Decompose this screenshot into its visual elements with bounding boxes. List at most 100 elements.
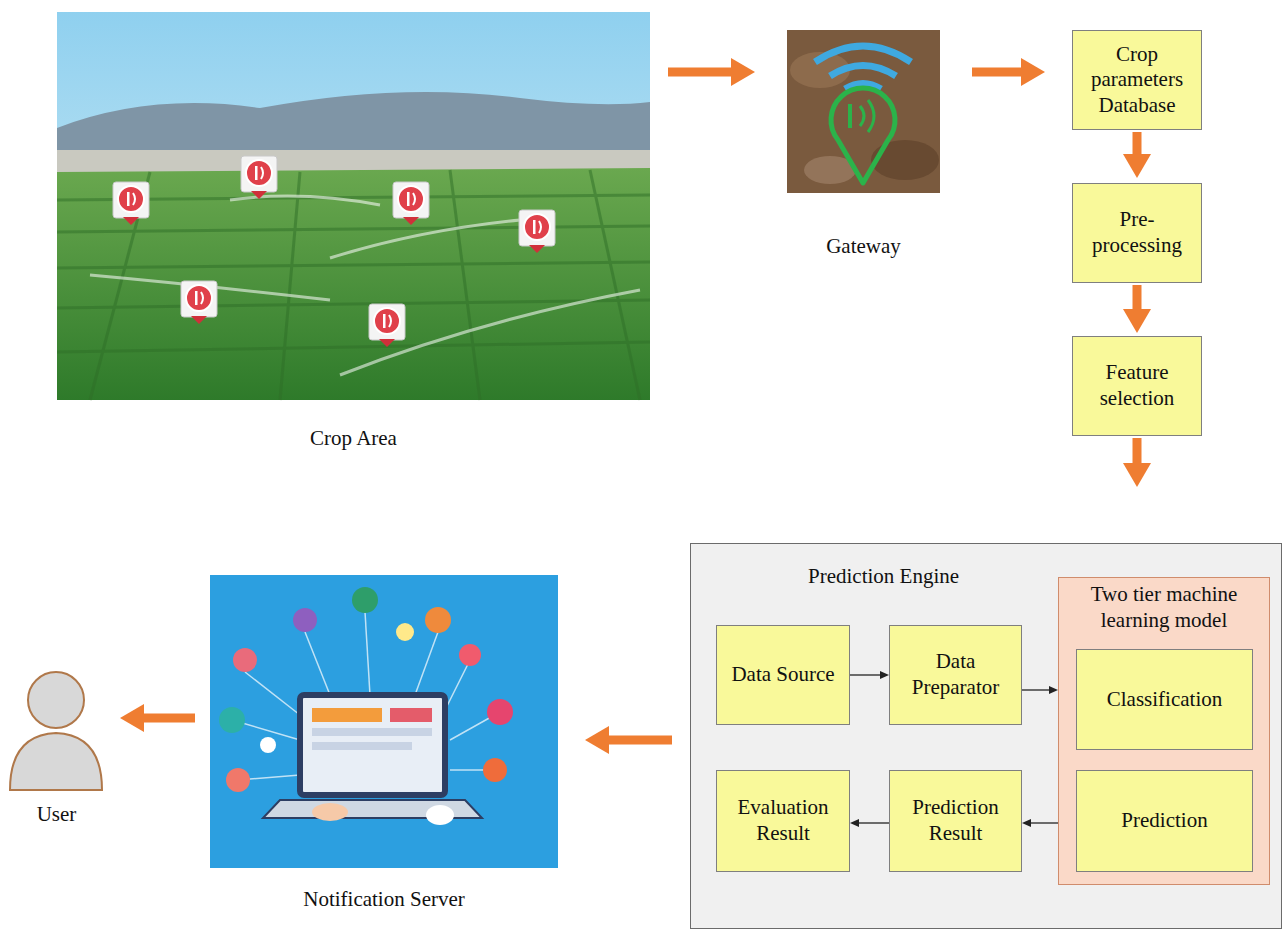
flow-arrow xyxy=(1123,438,1151,487)
arrow-head xyxy=(1021,58,1045,86)
crop-field-illustration-part xyxy=(57,92,650,160)
process-box: Crop parameters Database xyxy=(1072,30,1202,130)
node-caption: User xyxy=(37,802,77,828)
gateway-illustration xyxy=(787,30,940,193)
notification-server-illustration-part xyxy=(396,623,414,641)
group-title: Two tier machine learning model xyxy=(1063,582,1265,633)
notification-server-illustration-part xyxy=(312,728,432,736)
process-box: Data Preparator xyxy=(889,625,1022,725)
node-caption: Gateway xyxy=(826,234,901,260)
notification-server-illustration-part-part xyxy=(365,612,370,695)
arrow-shaft xyxy=(1133,285,1142,311)
box-label: Data Preparator xyxy=(896,649,1015,700)
process-box: Classification xyxy=(1076,649,1253,750)
process-box: Feature selection xyxy=(1072,336,1202,436)
crop-field-illustration-part xyxy=(57,12,650,400)
user-icon xyxy=(10,672,102,790)
notification-server-illustration-part xyxy=(233,648,257,672)
process-box: Pre- processing xyxy=(1072,183,1202,283)
flow-arrow xyxy=(1123,132,1151,178)
arrow-shaft xyxy=(1133,438,1142,465)
gateway-illustration-part xyxy=(871,140,939,180)
crop-field-illustration-part-part xyxy=(590,170,640,400)
gateway-illustration-part xyxy=(860,106,864,126)
crop-field-illustration-part xyxy=(57,170,650,400)
process-box: Evaluation Result xyxy=(716,770,850,872)
process-box: Data Source xyxy=(716,625,850,725)
crop-field-illustration-part-part xyxy=(330,220,520,258)
notification-server-illustration-part xyxy=(483,758,507,782)
notification-server-illustration-part-part xyxy=(445,660,470,710)
crop-field-illustration-part xyxy=(113,182,149,225)
box-label: Classification xyxy=(1083,687,1246,713)
arrow-shaft xyxy=(850,674,881,675)
model-group-box: Two tier machine learning modelClassific… xyxy=(1058,577,1270,885)
crop-field-illustration-part-part xyxy=(57,262,650,268)
gateway-illustration-part xyxy=(831,88,895,183)
crop-field-illustration-part xyxy=(369,304,405,347)
notification-server-illustration-part-part xyxy=(305,632,330,695)
notification-server-illustration-part xyxy=(312,803,348,821)
illustrated-node: User xyxy=(8,665,105,828)
illustrated-node: Notification Server xyxy=(210,575,558,913)
process-box: Prediction Result xyxy=(889,770,1022,872)
user-icon-part xyxy=(28,672,84,728)
notification-server-illustration-part xyxy=(390,708,432,722)
gateway-illustration-part xyxy=(848,104,852,128)
arrow-shaft xyxy=(668,68,733,77)
box-label: Prediction Result xyxy=(896,795,1015,846)
notification-server-illustration-part xyxy=(226,768,250,792)
notification-server-illustration-part xyxy=(459,644,481,666)
arrow-head xyxy=(1123,154,1151,178)
process-box: Prediction xyxy=(1076,770,1253,872)
user-icon-part xyxy=(10,733,102,790)
crop-field-illustration-part-part xyxy=(57,226,650,232)
crop-field-illustration-part xyxy=(519,210,555,253)
notification-server-illustration-part xyxy=(426,805,454,825)
arrow-head xyxy=(731,58,755,86)
arrow-shaft xyxy=(607,736,672,745)
flow-arrow xyxy=(972,58,1045,86)
notification-server-illustration-part xyxy=(300,695,445,795)
box-label: Data Source xyxy=(723,662,843,688)
crop-field-illustration-part-part xyxy=(230,196,380,205)
arrow-head xyxy=(120,704,144,732)
box-label: Pre- processing xyxy=(1079,207,1195,258)
crop-field-illustration xyxy=(57,12,650,400)
notification-server-illustration-part-part xyxy=(245,672,300,715)
notification-server-illustration-part xyxy=(293,608,317,632)
arrow-shaft xyxy=(1022,689,1050,690)
illustrated-node: Crop Area xyxy=(57,12,650,452)
flow-arrow xyxy=(585,726,672,754)
node-caption: Crop Area xyxy=(310,426,397,452)
notification-server-illustration-part xyxy=(352,587,378,613)
notification-server-illustration-part xyxy=(312,742,412,750)
notification-server-illustration xyxy=(210,575,558,868)
crop-field-illustration-part xyxy=(241,156,277,199)
crop-field-illustration-part xyxy=(57,168,650,400)
crop-field-illustration-part xyxy=(181,281,217,324)
arrow-head xyxy=(585,726,609,754)
notification-server-illustration-part xyxy=(425,607,451,633)
notification-server-illustration-part xyxy=(219,707,245,733)
group-title: Prediction Engine xyxy=(808,564,959,590)
flow-arrow xyxy=(1123,285,1151,333)
arrow-shaft xyxy=(858,822,889,823)
gateway-illustration-part xyxy=(787,30,940,193)
crop-field-illustration-part-part xyxy=(450,170,480,400)
node-caption: Notification Server xyxy=(303,887,465,913)
arrow-head xyxy=(1123,463,1151,487)
crop-field-illustration-part-part xyxy=(340,290,640,375)
box-label: Evaluation Result xyxy=(723,795,843,846)
crop-field-illustration-part-part xyxy=(280,172,300,400)
crop-field-illustration-part xyxy=(90,196,640,375)
box-label: Crop parameters Database xyxy=(1079,42,1195,119)
arrow-shaft xyxy=(142,714,195,723)
crop-field-illustration-part-part xyxy=(90,172,150,400)
crop-field-illustration-part xyxy=(393,182,429,225)
gateway-illustration-part xyxy=(815,46,911,62)
notification-server-illustration-part xyxy=(487,699,513,725)
